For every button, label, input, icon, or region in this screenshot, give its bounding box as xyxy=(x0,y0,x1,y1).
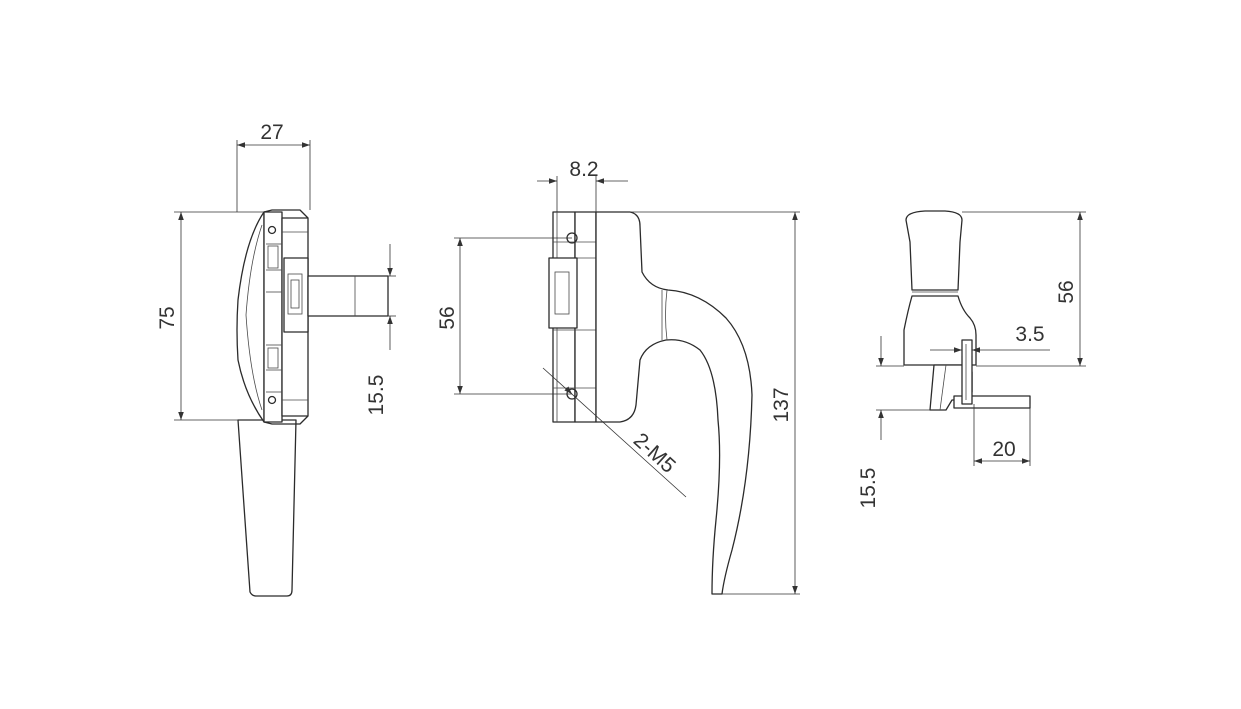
front-view: 8.2 56 2-M5 137 xyxy=(436,158,800,595)
side-screw-hole-top xyxy=(267,225,277,235)
end-spindle xyxy=(953,395,1031,409)
dim-label-end-height: 56 xyxy=(1055,280,1078,303)
dim-label-end-spindle-length: 20 xyxy=(992,438,1015,461)
dim-label-front-hole-spacing: 56 xyxy=(436,306,459,329)
side-handle-body xyxy=(237,419,297,597)
side-back-plate xyxy=(236,211,265,423)
dim-label-end-spindle-height: 15.5 xyxy=(857,468,880,509)
dim-label-front-base-width: 8.2 xyxy=(569,158,598,181)
dim-label-side-spindle: 15.5 xyxy=(365,375,388,416)
dim-label-side-height: 75 xyxy=(156,306,179,329)
dim-label-front-total-height: 137 xyxy=(770,387,793,422)
side-spindle xyxy=(307,275,389,317)
end-view: 56 3.5 20 15.5 xyxy=(857,210,1086,509)
side-slots xyxy=(266,231,308,401)
front-cam xyxy=(548,257,578,329)
side-screw-hole-bottom xyxy=(267,395,277,405)
end-knob xyxy=(905,210,963,291)
dim-label-front-holes: 2-M5 xyxy=(629,429,680,478)
dim-label-end-offset: 3.5 xyxy=(1015,323,1044,346)
front-lever xyxy=(595,211,753,595)
dim-label-side-width: 27 xyxy=(260,121,283,144)
side-view: 27 75 15.5 xyxy=(156,121,396,597)
side-base-block xyxy=(263,211,283,423)
